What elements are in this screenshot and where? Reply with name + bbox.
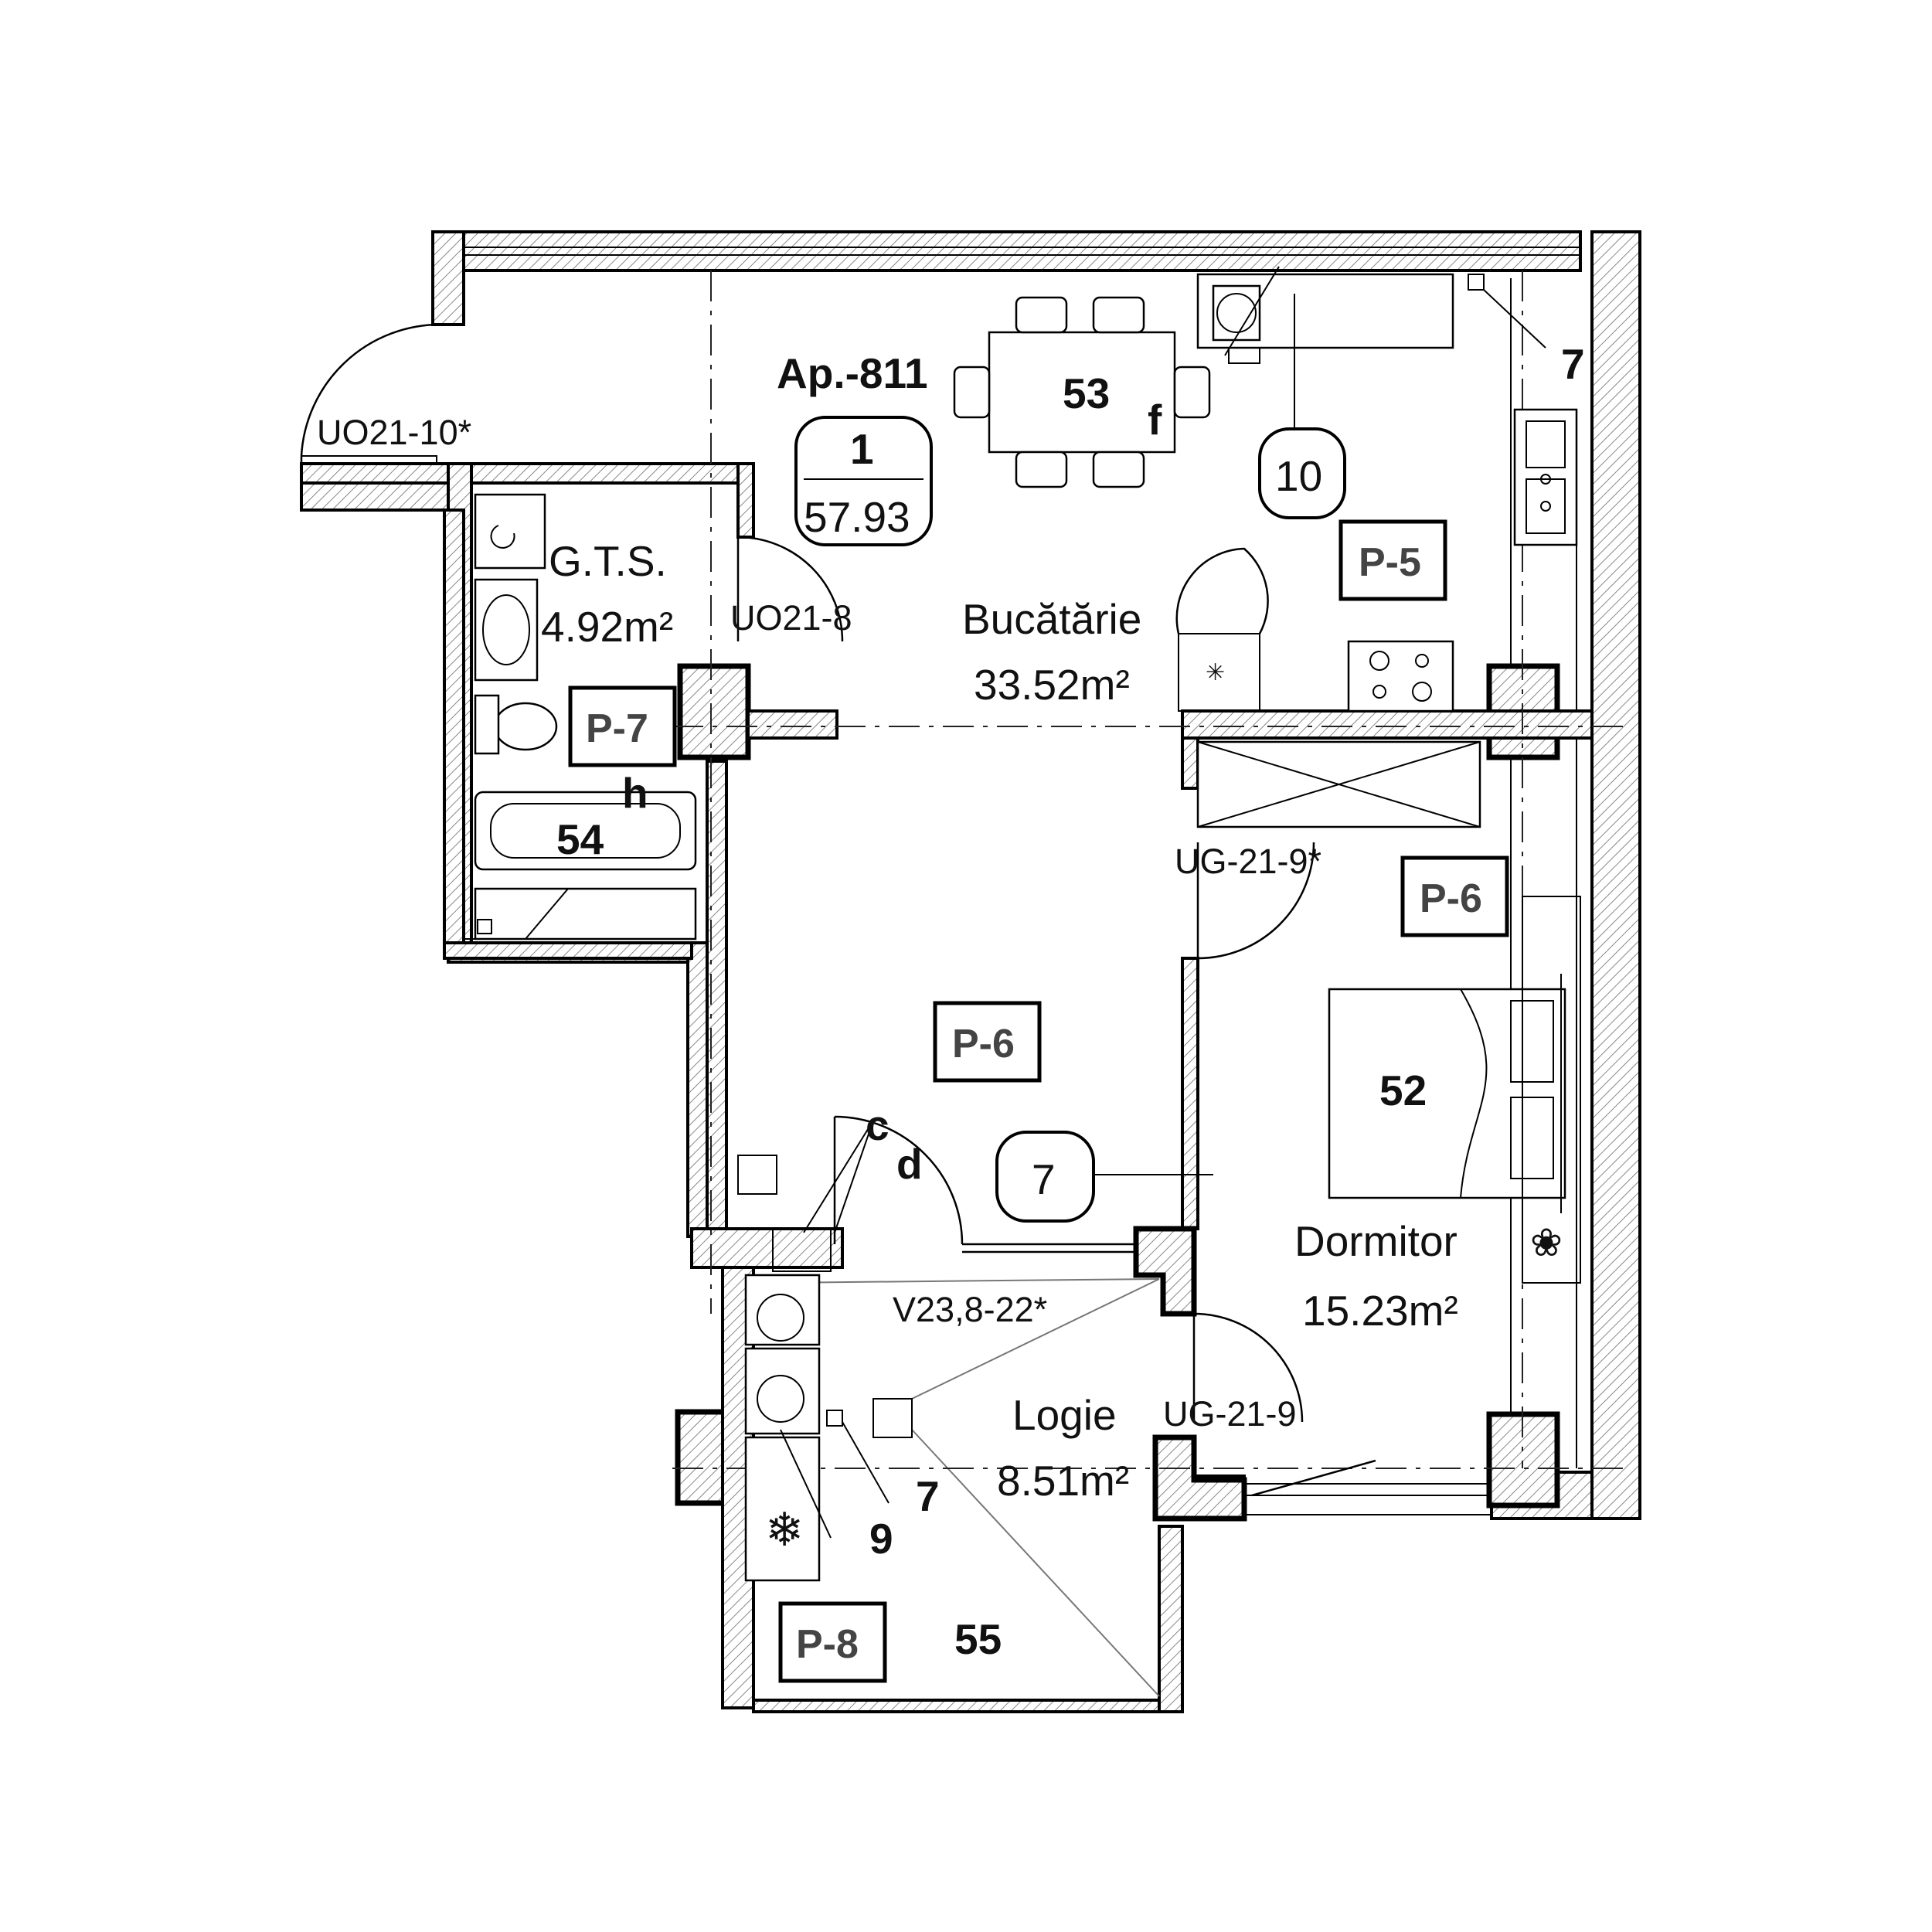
kitchen-name: Bucătărie bbox=[962, 595, 1141, 643]
door-label-bedroom-top: UG-21-9* bbox=[1175, 842, 1321, 881]
panel-tag-p5: P-5 bbox=[1359, 540, 1421, 585]
ac-unit-icon bbox=[744, 1436, 821, 1582]
door-label-bathroom: UO21-8 bbox=[730, 598, 852, 638]
loggia-code: 55 bbox=[954, 1615, 1002, 1663]
bedroom-code: 52 bbox=[1379, 1066, 1427, 1114]
bathtub-icon bbox=[474, 791, 697, 871]
kitchen-code: 53 bbox=[1063, 369, 1110, 417]
leader-lines bbox=[780, 289, 1546, 1539]
stove-icon bbox=[1347, 640, 1454, 713]
mark-d: d bbox=[896, 1140, 923, 1188]
svg-text:❄: ❄ bbox=[765, 1504, 804, 1556]
door-label-loggia-window: V23,8-22* bbox=[893, 1290, 1047, 1329]
toilet-icon bbox=[493, 702, 558, 751]
mark-seven-top: 7 bbox=[1561, 340, 1585, 388]
loggia-equipment: ❄ bbox=[737, 1155, 843, 1582]
panel-tags: P-5 P-6 P-6 P-7 P-8 bbox=[568, 519, 1509, 1683]
door-labels: UO21-10* UO21-8 UG-21-9* UG-21-9 V23,8-2… bbox=[317, 413, 1321, 1434]
door-label-bedroom-bottom: UG-21-9 bbox=[1163, 1394, 1297, 1434]
apartment-rooms-count: 1 bbox=[850, 425, 874, 473]
bathroom-name: G.T.S. bbox=[549, 537, 667, 585]
bathroom-fixtures bbox=[474, 493, 697, 940]
panel-tag-p6-bedroom: P-6 bbox=[1420, 876, 1482, 921]
svg-text:❀: ❀ bbox=[1530, 1221, 1563, 1264]
pill-tags: 10 7 bbox=[995, 427, 1346, 1223]
shower-icon bbox=[474, 493, 546, 570]
mark-seven-loggia: 7 bbox=[916, 1472, 940, 1520]
kitchen-counter: ✳ bbox=[1178, 633, 1260, 712]
bedroom-area: 15.23m² bbox=[1302, 1287, 1458, 1335]
apartment-tag: Ap.-811 1 57.93 bbox=[777, 349, 933, 546]
mark-nine: 9 bbox=[869, 1515, 893, 1563]
bed-icon bbox=[1328, 974, 1566, 1213]
pill-tag-7: 7 bbox=[1032, 1155, 1056, 1203]
apartment-label: Ap.-811 bbox=[777, 349, 928, 397]
mark-f: f bbox=[1148, 396, 1162, 444]
wardrobe-top bbox=[1196, 740, 1481, 828]
pill-tag-10: 10 bbox=[1275, 452, 1322, 500]
bathroom-code: 54 bbox=[556, 815, 604, 863]
dining-table-icon bbox=[953, 296, 1211, 488]
bedroom-name: Dormitor bbox=[1294, 1217, 1458, 1265]
boiler-icon bbox=[1196, 266, 1485, 364]
door-label-entrance: UO21-10* bbox=[317, 413, 471, 452]
panel-tag-p8: P-8 bbox=[796, 1622, 859, 1667]
doors bbox=[300, 323, 1376, 1497]
room-labels: 53 Bucătărie 33.52m² G.T.S. 4.92m² 54 52… bbox=[541, 369, 1458, 1663]
kitchen-area: 33.52m² bbox=[974, 661, 1130, 709]
svg-text:✳: ✳ bbox=[1206, 660, 1225, 685]
sink-icon bbox=[1513, 408, 1578, 546]
reference-marks: c d f h 7 7 9 bbox=[622, 340, 1585, 1563]
loggia-area: 8.51m² bbox=[997, 1457, 1129, 1505]
mark-h: h bbox=[622, 769, 648, 817]
loggia-name: Logie bbox=[1012, 1391, 1117, 1439]
apartment-total-area: 57.93 bbox=[804, 493, 910, 541]
panel-tag-p7: P-7 bbox=[586, 706, 648, 751]
washbasin-icon bbox=[474, 578, 539, 682]
flower-icon: ❀ bbox=[1522, 896, 1581, 1284]
panel-tag-p6-corridor: P-6 bbox=[952, 1022, 1015, 1066]
bathroom-area: 4.92m² bbox=[541, 603, 673, 651]
mark-c: c bbox=[866, 1101, 889, 1149]
